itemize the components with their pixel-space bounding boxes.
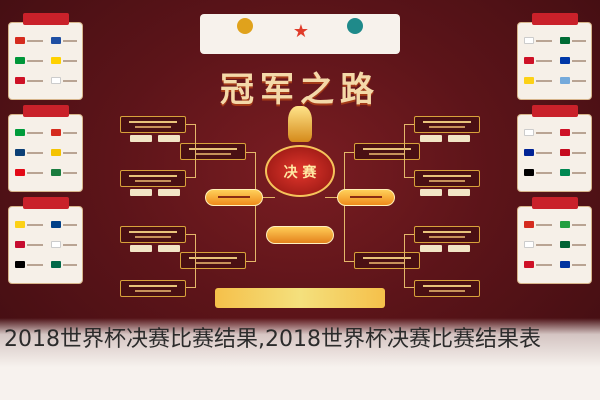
group-label	[532, 197, 578, 209]
bracket-match	[120, 226, 186, 243]
bracket-match-quarter	[354, 143, 420, 160]
semifinal-right	[337, 189, 395, 206]
caption-overlay	[0, 318, 600, 400]
final-label: 决 赛	[283, 165, 317, 181]
star-icon: ★	[292, 21, 310, 42]
bracket-match-quarter	[180, 143, 246, 160]
bracket-match	[414, 170, 480, 187]
group-card-right-1	[517, 13, 592, 100]
group-card-right-3	[517, 197, 592, 284]
bracket-match	[414, 280, 480, 297]
group-label	[532, 13, 578, 25]
image-caption: 2018世界杯决赛比赛结果,2018世界杯决赛比赛结果表	[4, 327, 541, 352]
bracket-match	[120, 170, 186, 187]
poster-footer	[0, 386, 600, 400]
semifinal-left	[205, 189, 263, 206]
bracket-match-quarter	[354, 252, 420, 269]
bracket-match	[414, 116, 480, 133]
trophy-icon	[288, 106, 312, 142]
brand-left	[210, 18, 280, 36]
group-label	[23, 197, 69, 209]
group-card-left-3	[8, 197, 83, 284]
group-label	[23, 105, 69, 117]
group-card-left-2	[8, 105, 83, 192]
poster-ribbon	[215, 288, 385, 308]
bracket-match	[120, 116, 186, 133]
sports-lottery-logo-icon	[347, 18, 363, 34]
group-label	[532, 105, 578, 117]
bracket-match	[120, 280, 186, 297]
group-card-right-2	[517, 105, 592, 192]
brand-right	[320, 18, 390, 36]
group-label	[23, 13, 69, 25]
brand-bar: ★	[200, 14, 400, 54]
poster-title: 冠军之路	[220, 70, 380, 110]
third-place-match	[266, 226, 334, 244]
group-card-left-1	[8, 13, 83, 100]
lottery-logo-icon	[237, 18, 253, 34]
bracket-match	[414, 226, 480, 243]
final-match: 决 赛	[265, 145, 335, 197]
bracket-match-quarter	[180, 252, 246, 269]
